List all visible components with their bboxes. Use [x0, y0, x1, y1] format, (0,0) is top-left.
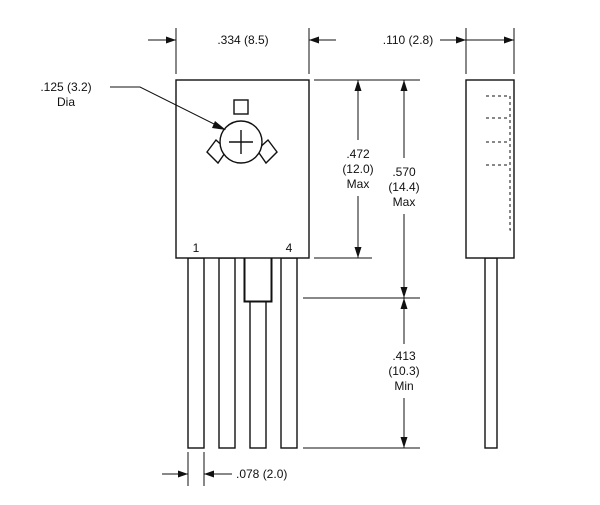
dim-lead-length: .413 (10.3) Min: [303, 297, 420, 449]
dim-lead-length-line2: (10.3): [388, 364, 419, 378]
lead-4: [280, 257, 298, 449]
side-body: [465, 79, 515, 259]
lead-3-tab: [243, 258, 273, 303]
side-lead: [484, 257, 498, 449]
dim-hole-dia: .125 (3.2) Dia: [40, 80, 226, 130]
dim-side-thickness-label: .110 (2.8): [383, 33, 433, 47]
dim-lead-length-line3: Min: [394, 379, 413, 393]
dim-lead-width-label: .078 (2.0): [236, 467, 287, 481]
dim-body-height-line3: Max: [347, 177, 370, 191]
hole-tab-top: [233, 99, 249, 115]
dim-hole-dia-line2: Dia: [57, 95, 75, 109]
dim-side-thickness: .110 (2.8): [383, 28, 515, 74]
dim-body-height-line2: (12.0): [342, 162, 373, 176]
dim-body-width: .334 (8.5): [148, 28, 336, 74]
lead-1: [187, 257, 205, 449]
mounting-hole: [206, 99, 278, 165]
pin-4-label: 4: [286, 241, 293, 255]
pin-1-label: 1: [193, 241, 200, 255]
lead-3-tab-outline: [244, 258, 272, 302]
dim-lead-length-line1: .413: [392, 349, 416, 363]
dim-overall-height: .570 (14.4) Max: [372, 79, 420, 298]
dim-overall-height-line1: .570: [392, 165, 416, 179]
dim-hole-dia-line1: .125 (3.2): [40, 80, 91, 94]
dim-lead-width: .078 (2.0): [162, 452, 287, 486]
dim-overall-height-line3: Max: [393, 195, 416, 209]
side-view: [465, 79, 515, 449]
dim-body-height: .472 (12.0) Max: [314, 79, 374, 259]
front-view: 1 4: [175, 79, 310, 449]
dim-body-width-label: .334 (8.5): [217, 33, 268, 47]
dim-overall-height-line2: (14.4): [388, 180, 419, 194]
side-hidden-outline: [486, 95, 514, 231]
dim-body-height-line1: .472: [346, 147, 370, 161]
lead-2: [218, 257, 236, 449]
